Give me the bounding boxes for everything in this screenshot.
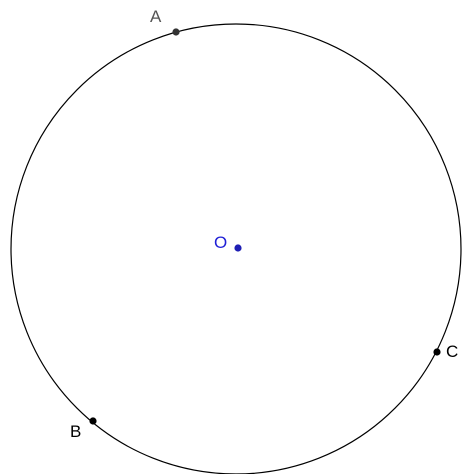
point-o-label: O bbox=[214, 233, 227, 252]
point-b-label: B bbox=[70, 422, 81, 441]
point-c-label: C bbox=[446, 342, 458, 361]
circle bbox=[10, 23, 462, 474]
point-a-label: A bbox=[150, 7, 162, 26]
point-b-dot[interactable] bbox=[89, 417, 97, 425]
point-a-dot[interactable] bbox=[172, 28, 180, 36]
point-o-dot[interactable] bbox=[234, 244, 242, 252]
point-c-dot[interactable] bbox=[433, 348, 441, 356]
